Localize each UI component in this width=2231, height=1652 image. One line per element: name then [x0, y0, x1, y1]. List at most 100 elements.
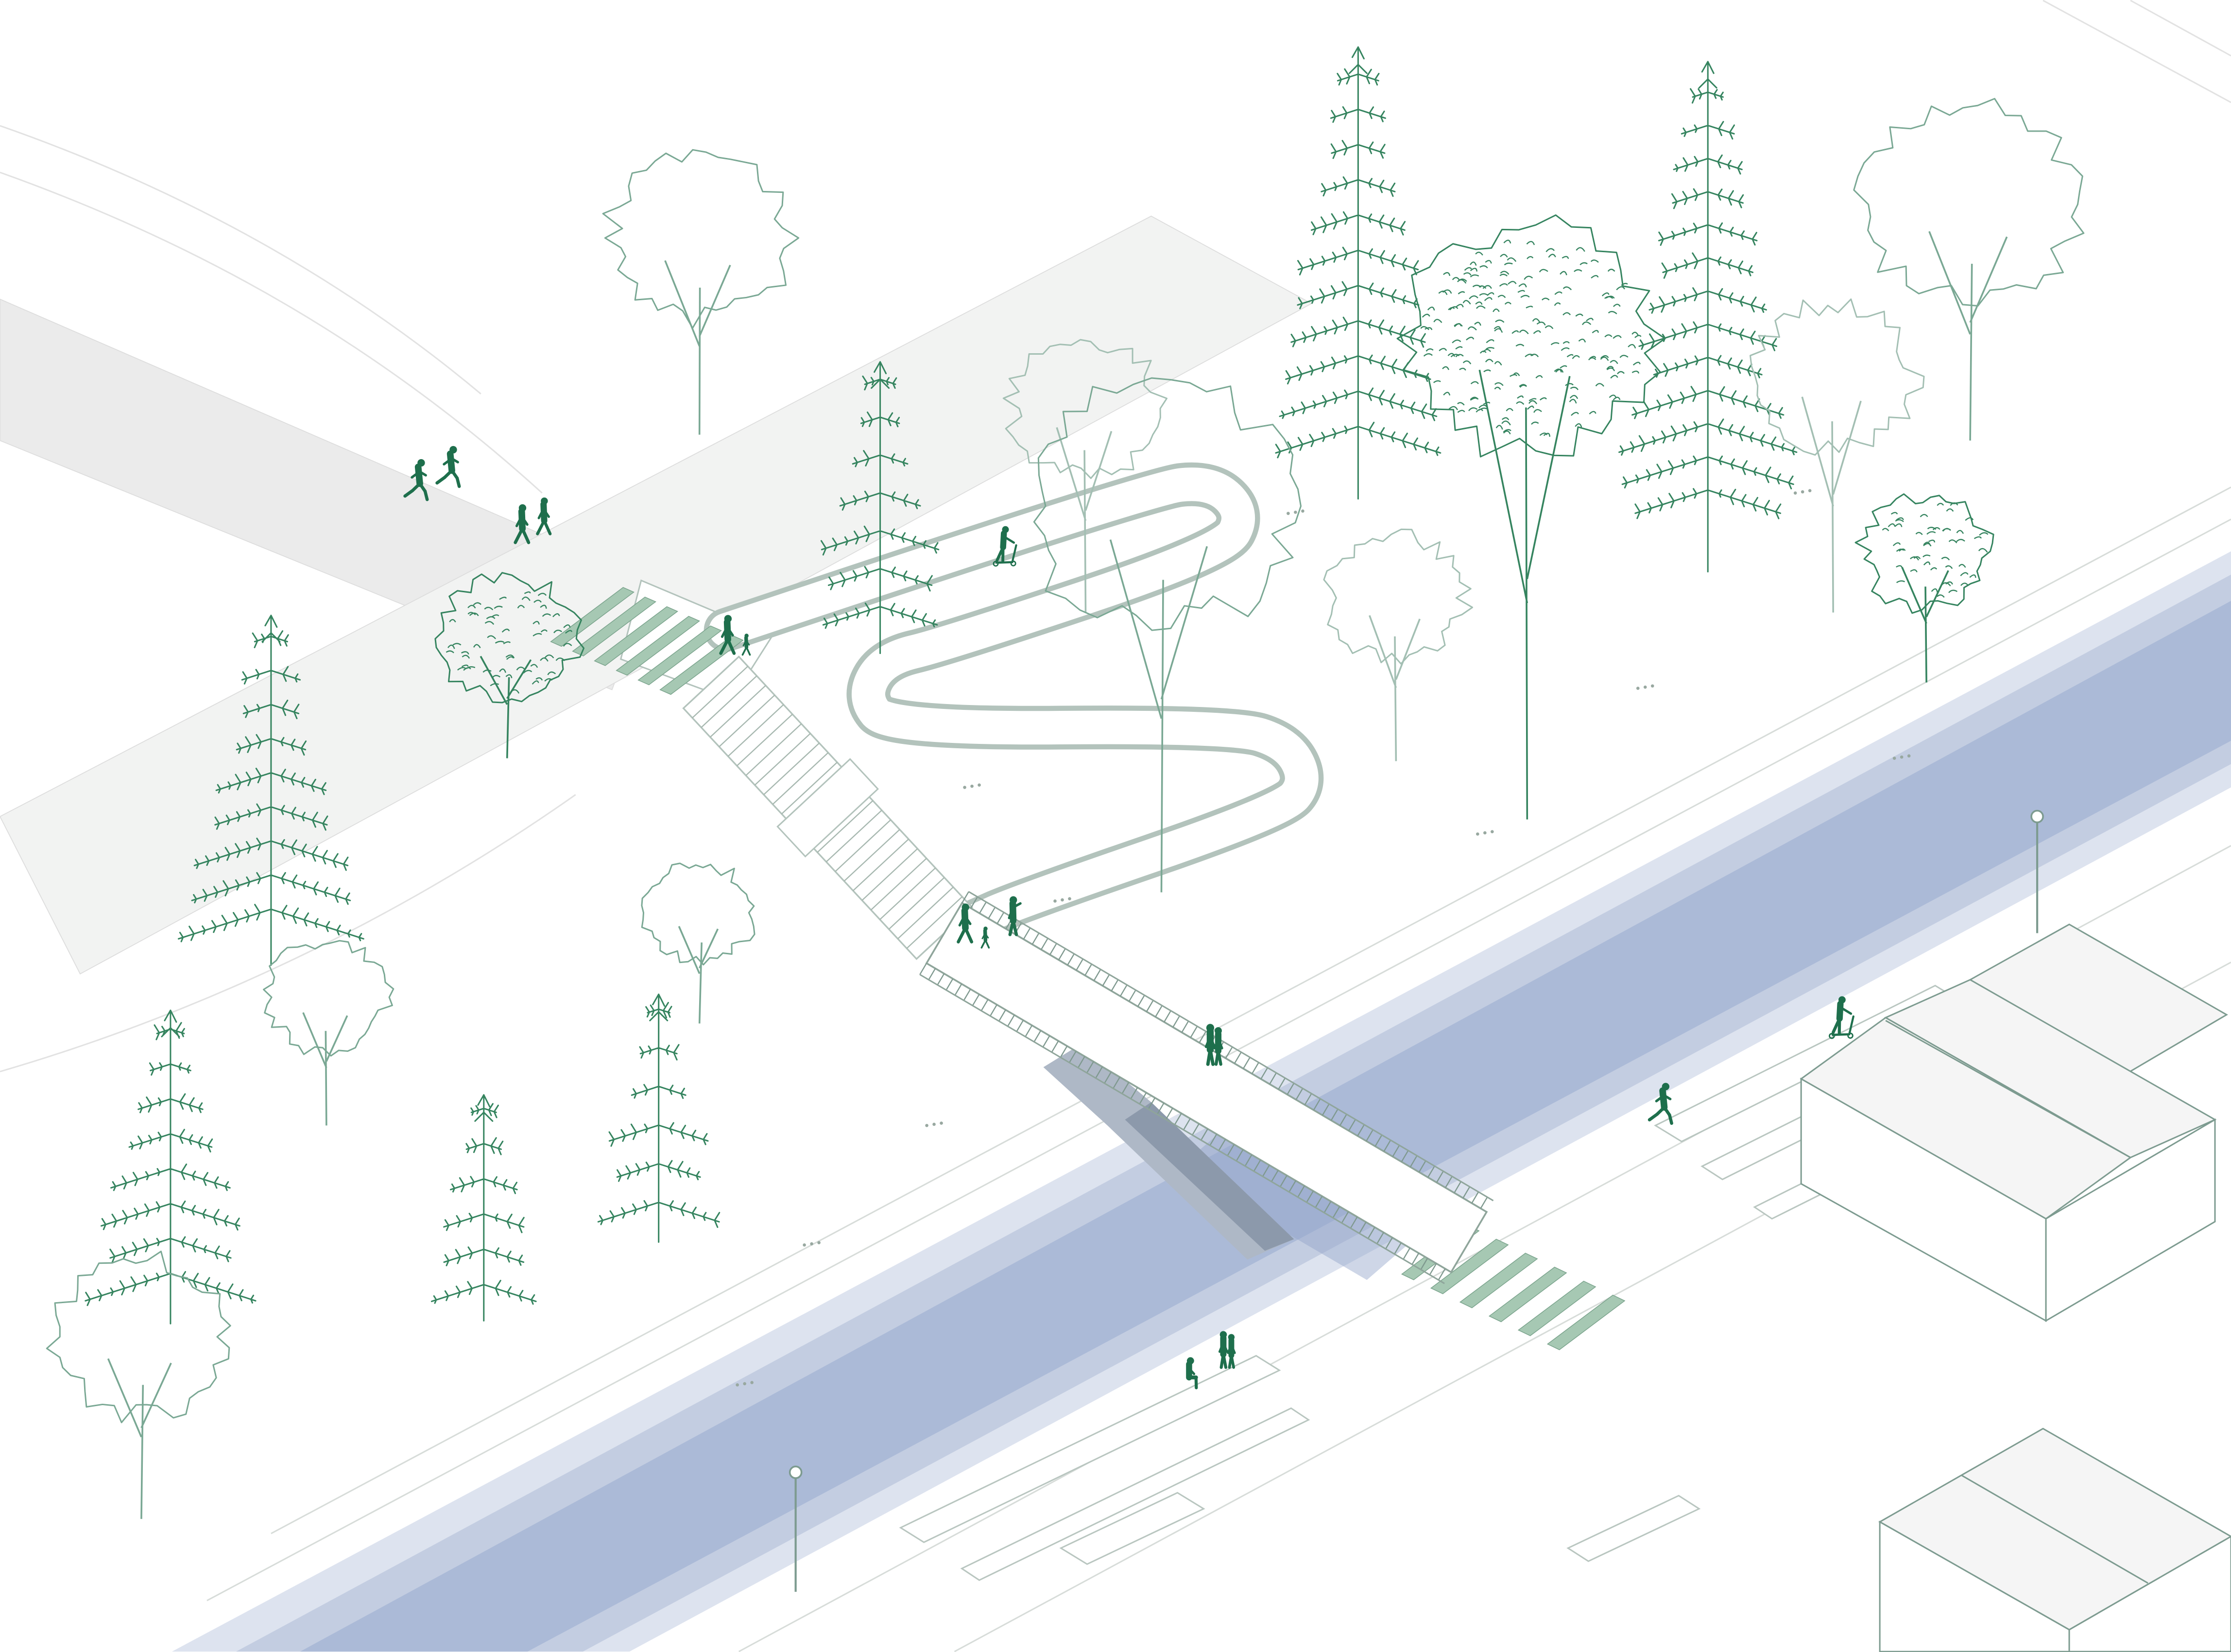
tree-trunk: [1928, 231, 2008, 441]
path-texture-dots: [925, 1121, 943, 1127]
deciduous-tree: [1323, 528, 1474, 761]
person-on-scooter: [993, 526, 1017, 567]
street-lamp: [789, 1465, 803, 1592]
tree-canopy: [1002, 339, 1168, 479]
tree-trunk: [1478, 369, 1571, 820]
path-texture-dots: [1892, 754, 1911, 760]
layer-bridge: [919, 891, 1494, 1284]
tree-trunk: [1801, 396, 1862, 613]
bridge-railing-balusters: [919, 963, 1446, 1281]
contour-line: [0, 172, 543, 494]
conifer-tree: [1275, 46, 1442, 500]
tree-trunk: [1056, 427, 1113, 613]
path-texture-dots: [803, 1241, 821, 1247]
deciduous-tree: [263, 940, 395, 1126]
accessibility-ramp-deck: [709, 467, 1319, 941]
layer-trees: [46, 46, 2085, 1519]
riverside-promenade-line: [271, 486, 2231, 1534]
couple-standing: [1218, 1331, 1236, 1369]
person-walking: [536, 497, 552, 535]
crosswalk-stripe: [1546, 1294, 1626, 1350]
tree-trunk: [1901, 567, 1949, 683]
crosswalk-stripe: [1459, 1253, 1538, 1308]
child-walking: [980, 927, 990, 949]
tree-canopy: [1033, 377, 1302, 631]
path-texture-dots: [1793, 489, 1812, 495]
person-running: [1648, 1083, 1673, 1125]
tree-canopy: [263, 940, 395, 1057]
layer-texture-dots: [736, 489, 1911, 1387]
bridge-pier-shaded-face: [1125, 1102, 1294, 1251]
pedestrian-bridge: [919, 891, 1494, 1284]
couple-standing: [1204, 1024, 1223, 1066]
conifer-tree: [1618, 61, 1798, 573]
child-walking: [741, 634, 751, 656]
deciduous-tree: [1396, 214, 1666, 820]
corner-road-line: [2042, 0, 2231, 103]
roof-ridge: [1961, 1474, 2148, 1584]
tree-canopy: [1853, 98, 2085, 307]
tree-canopy: [1323, 528, 1474, 665]
tree-canopy: [1854, 493, 1994, 614]
tree-canopy: [641, 862, 755, 966]
staircase: [682, 655, 974, 960]
crosswalk-stripe: [1488, 1267, 1567, 1323]
deciduous-tree: [1033, 377, 1302, 893]
tree-foliage-texture: [1882, 502, 1989, 598]
person-walking: [719, 615, 736, 655]
stair-landing: [776, 758, 879, 858]
riverside-step: [899, 1355, 1281, 1543]
layer-street-lamps: [789, 809, 2044, 1592]
tree-trunk: [678, 926, 719, 1024]
building-wall: [2045, 1118, 2216, 1322]
person-pointing: [1008, 896, 1022, 936]
crosswalk-stripe: [594, 606, 678, 666]
street-planter: [1059, 1492, 1205, 1565]
lamp-head: [789, 1465, 803, 1480]
deciduous-tree: [434, 572, 585, 758]
street-planter: [1566, 1495, 1701, 1562]
tree-trunk: [1369, 615, 1421, 761]
bridge-deck: [925, 901, 1488, 1273]
crosswalk-stripe: [616, 616, 700, 676]
tree-canopy: [1396, 214, 1666, 458]
conifer-tree: [597, 993, 721, 1243]
path-texture-dots: [1053, 897, 1071, 903]
crosswalk-stripe: [1517, 1280, 1596, 1337]
person-sitting: [1186, 1357, 1198, 1390]
tree-canopy: [46, 1251, 231, 1424]
contour-line: [0, 125, 481, 395]
building-wall: [2068, 1535, 2231, 1652]
bridge-railing-balusters: [961, 891, 1488, 1209]
deciduous-tree: [641, 862, 755, 1024]
tree-canopy: [602, 149, 800, 329]
path-texture-dots: [1287, 509, 1304, 515]
path-texture-dots: [736, 1381, 754, 1387]
conifer-tree: [85, 1009, 257, 1325]
deciduous-tree: [1853, 98, 2085, 441]
deciduous-tree: [1854, 493, 1994, 683]
crosswalk-stripe: [1430, 1239, 1509, 1294]
person-walking: [514, 504, 531, 544]
crosswalk-stripe: [637, 625, 722, 686]
tree-trunk: [664, 260, 731, 435]
deciduous-tree: [46, 1251, 231, 1519]
roof-ridge: [1885, 1020, 2131, 1158]
bridge-railing-handrail: [919, 974, 1445, 1284]
deciduous-tree: [1750, 298, 1925, 613]
bridge-railing-handrail: [968, 891, 1494, 1202]
layer-buildings: [1800, 923, 2231, 1652]
house-lower: [1878, 1428, 2231, 1652]
tree-canopy: [434, 572, 585, 704]
conifer-tree: [177, 615, 364, 966]
corner-road-line: [2130, 0, 2231, 57]
riverside-step: [960, 1407, 1310, 1581]
tree-trunk: [107, 1358, 172, 1519]
person-on-scooter: [1829, 996, 1854, 1039]
tree-canopy: [1750, 298, 1925, 456]
person-running: [403, 459, 429, 501]
crosswalk-stripe: [572, 596, 656, 656]
tree-foliage-texture: [1420, 240, 1642, 437]
